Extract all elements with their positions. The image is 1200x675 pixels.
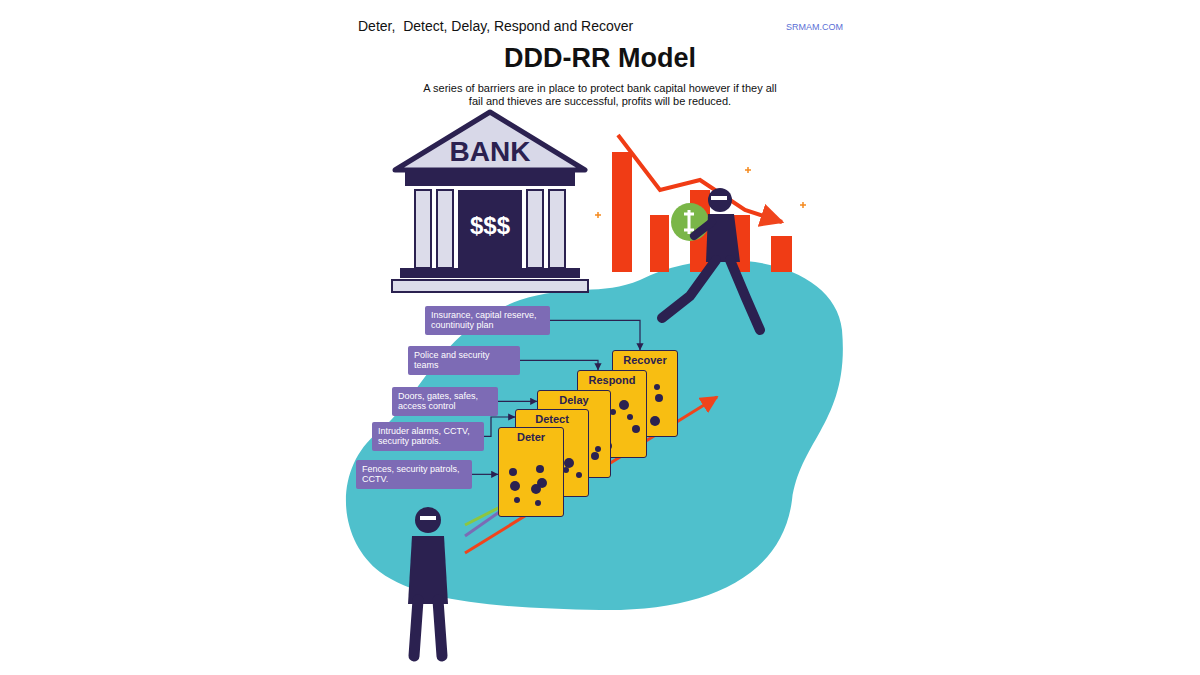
card-hole [654,384,660,390]
card-hole [576,472,582,478]
column [527,190,543,268]
column [437,190,453,268]
falling-bar-chart [595,135,806,272]
thief-legs [414,600,442,656]
leader-arrow [550,320,640,350]
card-hole [514,497,520,503]
bag-mark [684,210,694,234]
base-step [400,268,580,278]
bar [612,152,632,272]
thief-head [708,188,732,212]
leader-arrow [472,474,498,475]
money-bag [671,203,709,241]
entablature [405,172,575,186]
thief-arm [694,222,712,236]
leader-arrow [498,401,537,402]
card-hole [535,500,541,506]
barrier-card: Deter [498,427,564,517]
measure-text: Doors, gates, safes, access control [398,391,492,412]
card-hole [591,452,599,460]
thief-legs [662,260,760,330]
thief-mask [420,516,436,520]
vault-panel [458,190,522,268]
card-hole [531,484,541,494]
barrier-name: Recover [613,353,677,367]
card-hole [564,458,574,468]
subtitle-note: A series of barriers are in place to pro… [415,82,785,108]
bank-sign: BANK [430,135,550,169]
card-hole [509,468,517,476]
column [415,190,431,268]
measure-text: Police and security teams [414,350,514,371]
card-hole [536,465,544,473]
card-hole [655,394,663,402]
bank-building [392,112,588,292]
measure-text: Fences, security patrols, CCTV. [362,464,466,485]
measure-box: Doors, gates, safes, access control [392,387,498,416]
watermark: SRMAM.COM [786,22,856,33]
card-hole [510,481,520,491]
thief-body [408,536,448,604]
card-hole [632,425,640,433]
card-hole [595,446,601,452]
base-step [392,280,588,292]
bar [650,215,669,272]
diagram-title: DDD-RR Model [300,42,900,74]
card-hole [619,400,629,410]
barrier-name: Deter [499,430,563,444]
card-hole [627,414,633,420]
measure-box: Insurance, capital reserve, countinuity … [425,306,550,335]
header-text: Deter, Detect, Delay, Respond and Recove… [358,18,778,35]
measure-box: Police and security teams [408,346,520,375]
barrier-name: Detect [516,412,588,426]
column [549,190,565,268]
measure-box: Intruder alarms, CCTV, security patrols. [372,422,484,451]
money-sign: $$$ [458,212,522,241]
running-thief [662,188,760,330]
barrier-name: Delay [538,393,610,407]
leader-arrow [520,360,598,370]
thief-mask [711,196,727,200]
teal-blob [346,260,843,610]
standing-thief [408,507,448,656]
measure-text: Insurance, capital reserve, countinuity … [431,310,544,331]
thief-head [415,507,441,533]
bar [771,236,792,272]
barrier-name: Respond [578,373,646,387]
pediment [395,112,585,170]
measure-text: Intruder alarms, CCTV, security patrols. [378,426,478,447]
card-hole [650,416,660,426]
measure-box: Fences, security patrols, CCTV. [356,460,472,489]
